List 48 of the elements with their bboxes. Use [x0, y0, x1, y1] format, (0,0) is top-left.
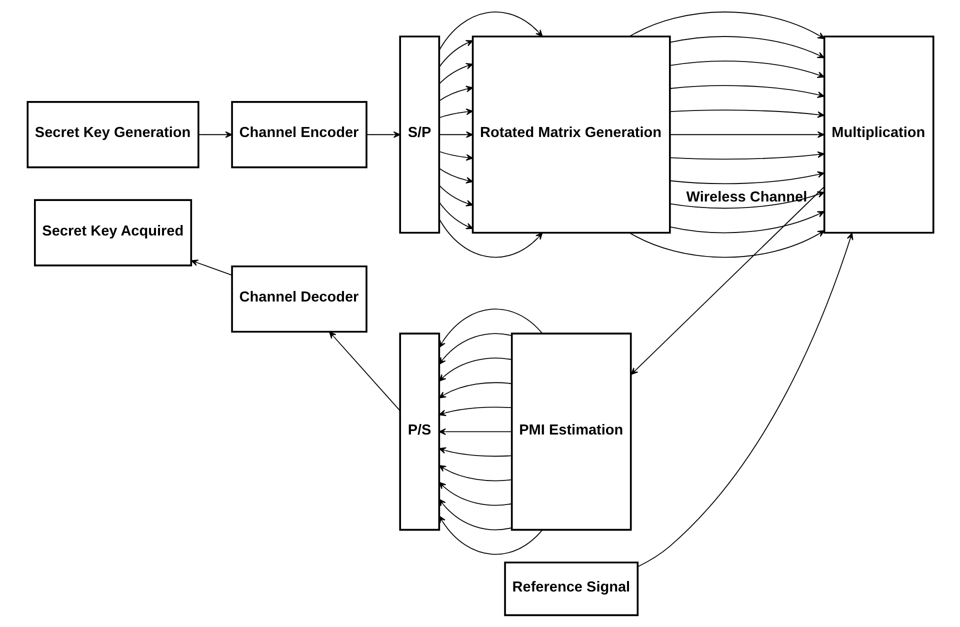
arrow	[438, 86, 473, 102]
arrow	[438, 465, 512, 482]
arrow	[438, 333, 512, 365]
arrow	[636, 232, 853, 568]
arrow	[438, 358, 512, 382]
arrow	[669, 171, 824, 184]
arrow	[669, 211, 824, 234]
node-box: Secret Key Generation	[26, 101, 199, 168]
arrow	[438, 482, 512, 506]
node-box: S/P	[398, 36, 440, 234]
node-box: Channel Encoder	[230, 101, 367, 168]
node-box: P/S	[398, 332, 440, 531]
arrow	[438, 202, 473, 230]
arrow	[438, 168, 473, 184]
arrow	[438, 218, 542, 258]
arrow	[438, 12, 542, 51]
arrow	[328, 331, 400, 412]
arrow	[669, 36, 824, 58]
arrow	[366, 131, 400, 138]
arrow	[198, 131, 232, 138]
arrow	[438, 108, 473, 118]
arrow	[628, 230, 824, 258]
arrow	[438, 62, 473, 84]
node-box: Rotated Matrix Generation	[471, 36, 670, 234]
arrow	[438, 516, 542, 555]
arrow	[669, 110, 824, 118]
arrow	[669, 131, 824, 138]
arrow	[438, 428, 512, 435]
arrow	[438, 40, 473, 68]
arrow	[438, 184, 473, 206]
node-box: PMI Estimation	[510, 332, 632, 531]
node-box: Secret Key Acquired	[34, 199, 192, 266]
arrow	[669, 85, 824, 98]
arrow	[438, 382, 512, 398]
arrow	[669, 151, 824, 160]
arrow	[438, 131, 473, 138]
arrow	[438, 447, 512, 457]
arrow	[438, 308, 542, 348]
node-box: Reference Signal	[504, 562, 638, 616]
arrow	[438, 151, 473, 161]
arrow	[628, 12, 824, 40]
edge-label: Wireless Channel	[686, 190, 807, 206]
arrow	[669, 60, 824, 78]
arrow	[438, 498, 512, 530]
arrow	[438, 406, 512, 416]
node-box: Channel Decoder	[230, 265, 367, 333]
node-box: Multiplication	[822, 36, 934, 234]
arrow	[190, 260, 232, 276]
